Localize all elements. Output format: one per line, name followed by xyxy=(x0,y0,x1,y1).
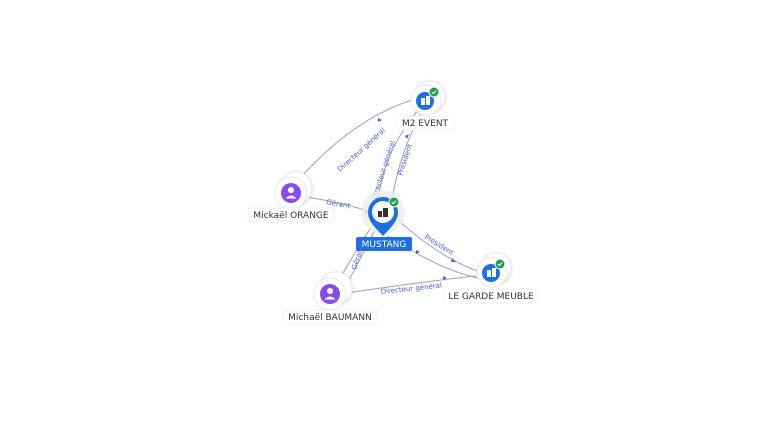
edge-baumann-legarde[interactable] xyxy=(339,275,477,295)
arrow-mustang-legarde xyxy=(451,258,456,262)
node-label-legarde: LE GARDE MEUBLE xyxy=(448,292,534,302)
arrow-baumann-legarde xyxy=(443,276,447,280)
arrow-mustang-m2event xyxy=(405,134,409,139)
node-mustang[interactable]: MUSTANG xyxy=(356,190,412,251)
node-orange[interactable]: Mickaël ORANGE xyxy=(247,171,335,223)
node-label-mustang: MUSTANG xyxy=(362,240,407,250)
edge-orange-m2event[interactable] xyxy=(293,99,413,186)
check-icon xyxy=(431,90,437,95)
person-icon xyxy=(324,288,336,300)
edge-label-orange-m2event: Directeur général xyxy=(336,126,387,173)
node-baumann[interactable]: Michaël BAUMANN xyxy=(282,271,378,325)
arrow-mustang-legarde-b xyxy=(416,250,420,254)
edge-mustang-legarde[interactable] xyxy=(397,219,481,273)
verified-badge xyxy=(494,258,506,270)
verified-badge xyxy=(428,86,440,98)
node-label-orange: Mickaël ORANGE xyxy=(253,211,329,221)
edge-label-mustang-legarde: Président xyxy=(423,233,455,257)
check-icon xyxy=(497,262,503,267)
check-icon xyxy=(391,200,397,205)
building-icon xyxy=(487,268,496,277)
edge-label-mustang-m2event-president: Président xyxy=(396,143,414,177)
node-label-baumann: Michaël BAUMANN xyxy=(288,313,372,323)
building-icon xyxy=(378,208,388,217)
arrow-orange-m2event xyxy=(378,118,382,122)
node-m2event[interactable]: M2 EVENT xyxy=(395,80,455,131)
node-label-m2event: M2 EVENT xyxy=(402,119,449,129)
person-icon xyxy=(285,187,297,199)
building-icon xyxy=(421,96,430,105)
node-legarde[interactable]: LE GARDE MEUBLE xyxy=(443,252,539,304)
verified-badge xyxy=(388,196,400,208)
